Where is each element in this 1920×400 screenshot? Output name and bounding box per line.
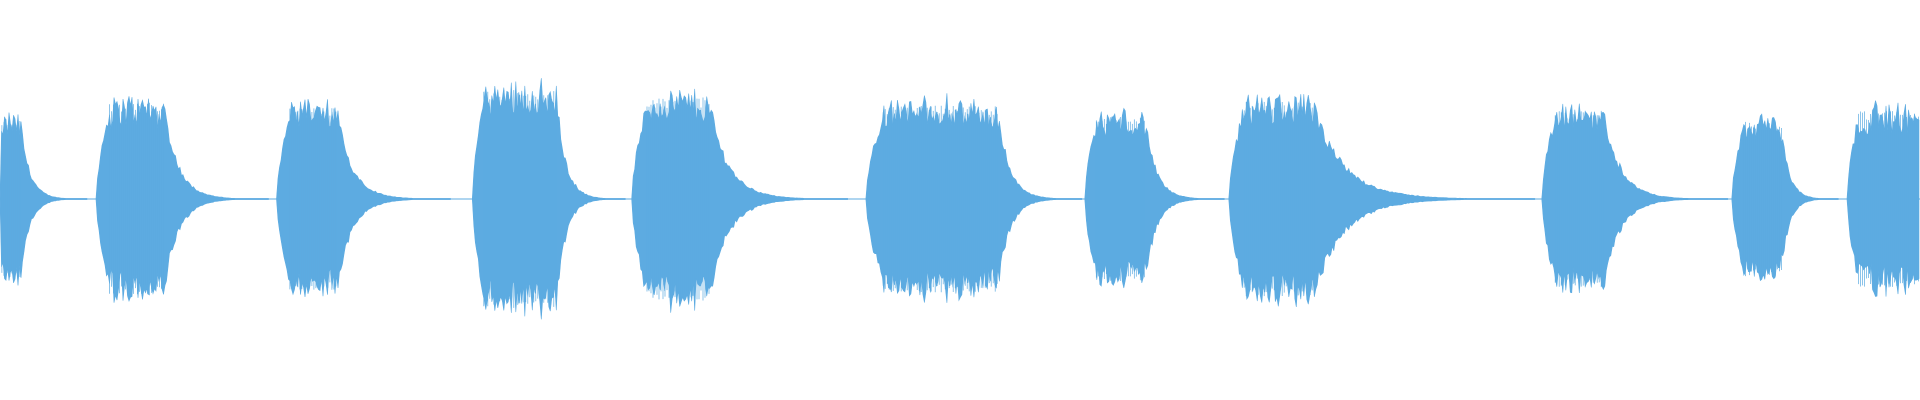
waveform-burst-spikes-9 — [1554, 110, 1604, 288]
waveform-burst-spikes-8 — [1243, 101, 1315, 297]
waveform-burst-spikes-7 — [1095, 116, 1145, 282]
waveform-burst-10 — [1731, 113, 1839, 282]
waveform-burst-2 — [95, 96, 269, 303]
waveform-burst-spikes-11 — [1858, 111, 1919, 287]
waveform-burst-6 — [865, 93, 1083, 303]
waveform-burst-1 — [0, 112, 88, 286]
waveform-burst-8 — [1228, 93, 1536, 308]
waveform-burst-9 — [1541, 103, 1729, 294]
waveform-burst-11 — [1846, 100, 1920, 297]
waveform-burst-spikes-4 — [483, 89, 557, 309]
waveform-burst-spikes-3 — [289, 108, 337, 290]
waveform-burst-spikes-5 — [646, 97, 710, 301]
waveform-burst-3 — [276, 99, 451, 298]
waveform-burst-spikes-6 — [882, 105, 998, 293]
waveform-burst-spikes-1 — [1, 119, 21, 279]
waveform-burst-4 — [472, 78, 626, 320]
waveform-burst-spikes-10 — [1743, 121, 1782, 277]
waveform-burst-7 — [1084, 107, 1225, 289]
waveform-burst-spikes-2 — [109, 102, 164, 296]
waveform-bursts — [0, 78, 1920, 320]
waveform-burst-5 — [631, 88, 848, 313]
